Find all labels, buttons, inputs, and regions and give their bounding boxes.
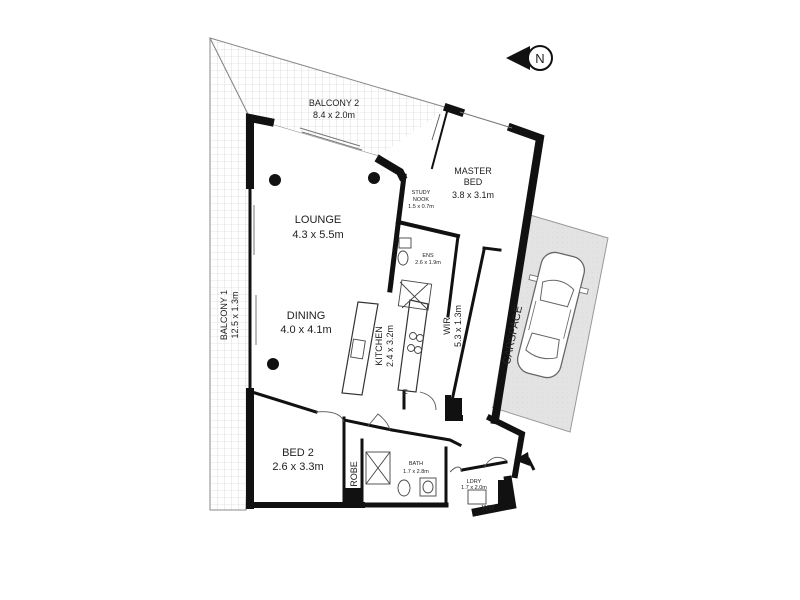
ldry-name: LDRY xyxy=(467,479,482,485)
laundry-fixtures xyxy=(467,489,487,505)
study-nook-name-2: NOOK xyxy=(413,197,430,203)
exterior-walls xyxy=(246,102,545,517)
sliding-doors xyxy=(253,111,513,345)
balcony2-name: BALCONY 2 xyxy=(309,98,359,108)
compass-icon xyxy=(506,45,553,71)
compass-label: N xyxy=(535,51,544,66)
study-nook-name-1: STUDY xyxy=(412,190,431,196)
lounge-name: LOUNGE xyxy=(295,214,341,226)
kitchen-name: KITCHEN xyxy=(374,326,384,366)
ensuite-fixtures xyxy=(397,237,433,311)
kitchen-size: 2.4 x 3.2m xyxy=(385,325,395,367)
ldry-size: 1.7 x 2.0m xyxy=(461,485,487,491)
master-bed-name-2: BED xyxy=(464,177,483,187)
bed2-name: BED 2 xyxy=(282,447,314,459)
master-bed-name-1: MASTER xyxy=(454,166,492,176)
entry-arrow-icon xyxy=(514,452,536,471)
balcony-1-area xyxy=(209,37,251,511)
bath-fixtures xyxy=(365,451,437,497)
interior-walls xyxy=(250,173,508,508)
dining-name: DINING xyxy=(287,310,326,322)
balcony2-size: 8.4 x 2.0m xyxy=(313,110,355,120)
dining-size: 4.0 x 4.1m xyxy=(280,324,331,336)
ens-name: ENS xyxy=(422,253,434,259)
car-icon xyxy=(516,251,589,379)
columns xyxy=(267,172,380,370)
kitchen-benches xyxy=(341,299,429,396)
master-bed-size: 3.8 x 3.1m xyxy=(452,190,494,200)
bed2-size: 2.6 x 3.3m xyxy=(272,461,323,473)
interior-floor xyxy=(250,108,540,512)
bath-name: BATH xyxy=(409,461,423,467)
balcony1-name: BALCONY 1 xyxy=(219,290,229,340)
robe-blocks xyxy=(344,398,510,508)
balcony1-size: 12.5 x 1.3m xyxy=(230,291,240,338)
wir-size: 5.3 x 1.3m xyxy=(453,305,463,347)
fridge-label: F xyxy=(402,388,408,398)
lounge-size: 4.3 x 5.5m xyxy=(292,229,343,241)
ens-size: 2.6 x 1.9m xyxy=(415,260,441,266)
sink-icon xyxy=(350,338,366,360)
wir-name: WIR xyxy=(442,317,452,335)
door-swings xyxy=(315,113,507,473)
bath-size: 1.7 x 2.8m xyxy=(403,469,429,475)
wm-label: WM xyxy=(482,505,495,512)
robe-label: ROBE xyxy=(349,461,359,487)
cooktop-icon xyxy=(407,332,424,354)
study-nook-size: 1.5 x 0.7m xyxy=(408,204,434,210)
